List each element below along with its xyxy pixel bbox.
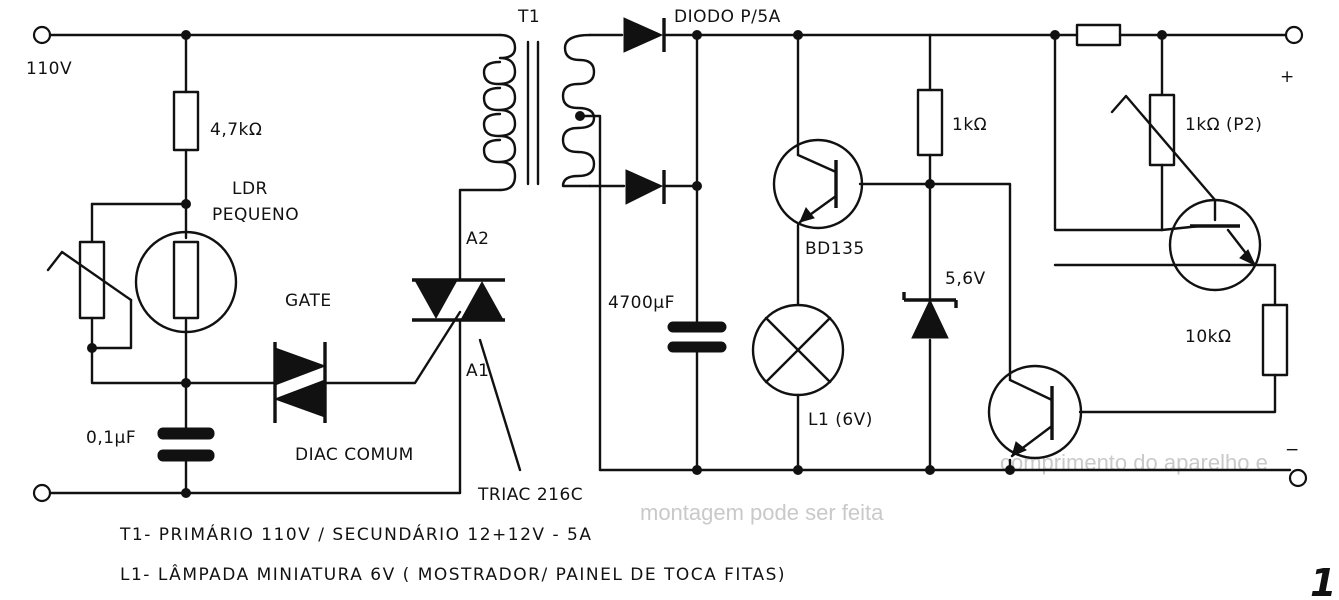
capacitor-gate <box>157 427 215 462</box>
resistor-1k-label: 1kΩ <box>952 115 987 135</box>
output-wiring <box>588 33 1292 472</box>
junction-dots-right <box>575 30 1167 475</box>
input-terminal-top <box>32 25 52 45</box>
a1-label: A1 <box>466 361 489 381</box>
bleed-line-1: comprimento do aparelho e <box>1000 450 1268 475</box>
input-terminal-bottom <box>32 483 52 503</box>
bleed-through-text: comprimento do aparelho e montagem pode … <box>640 450 1268 525</box>
transformer-label: T1 <box>517 7 540 27</box>
pot-label: 1kΩ (P2) <box>1185 115 1262 135</box>
lamp-label: L1 (6V) <box>808 410 873 430</box>
ldr <box>134 230 238 334</box>
resistor-4k7-label: 4,7kΩ <box>210 120 262 140</box>
transistor-lower <box>987 364 1083 460</box>
trimmer-potentiometer <box>46 240 133 320</box>
diode-bottom <box>625 169 666 205</box>
zener-label: 5,6V <box>945 269 986 289</box>
input-voltage-label: 110V <box>26 59 72 79</box>
capacitor-filter-label: 4700μF <box>608 293 675 313</box>
resistor-10k-label: 10kΩ <box>1185 327 1231 347</box>
zener-diode <box>902 292 958 339</box>
ldr-label-line2: PEQUENO <box>212 205 299 225</box>
capacitor-filter <box>667 321 727 353</box>
a2-label: A2 <box>466 229 489 249</box>
junction-dots-left <box>87 30 191 498</box>
resistor-4k7 <box>172 90 200 152</box>
diode-label: DIODO P/5A <box>674 7 781 27</box>
diode-top <box>623 17 666 53</box>
potentiometer-p2 <box>1110 93 1217 202</box>
input-wiring <box>32 25 502 503</box>
output-terminal-minus <box>1288 468 1308 488</box>
triac-label: TRIAC 216C <box>477 485 583 505</box>
figure-number: 1 <box>1310 561 1336 600</box>
ldr-label-line1: LDR <box>232 179 268 199</box>
transistor-bd135 <box>772 138 864 230</box>
bleed-line-2: montagem pode ser feita <box>640 500 884 525</box>
diac <box>273 342 327 423</box>
minus-label: − <box>1285 440 1300 460</box>
resistor-1k <box>916 88 944 157</box>
transistor-upper-right <box>1160 198 1262 292</box>
resistor-top <box>1075 23 1122 47</box>
resistor-10k <box>1261 303 1289 377</box>
note-t1: T1- PRIMÁRIO 110V / SECUNDÁRIO 12+12V - … <box>119 523 592 545</box>
output-terminal-plus <box>1284 25 1304 45</box>
triac <box>412 278 522 472</box>
note-l1: L1- LÂMPADA MINIATURA 6V ( MOSTRADOR/ PA… <box>120 563 786 585</box>
lamp-l1 <box>751 303 845 397</box>
transistor-label: BD135 <box>805 239 865 259</box>
transformer-t1 <box>482 33 602 472</box>
gate-label: GATE <box>285 291 332 311</box>
plus-label: + <box>1280 67 1295 87</box>
diac-label: DIAC COMUM <box>295 445 414 465</box>
capacitor-gate-label: 0,1μF <box>86 428 136 448</box>
